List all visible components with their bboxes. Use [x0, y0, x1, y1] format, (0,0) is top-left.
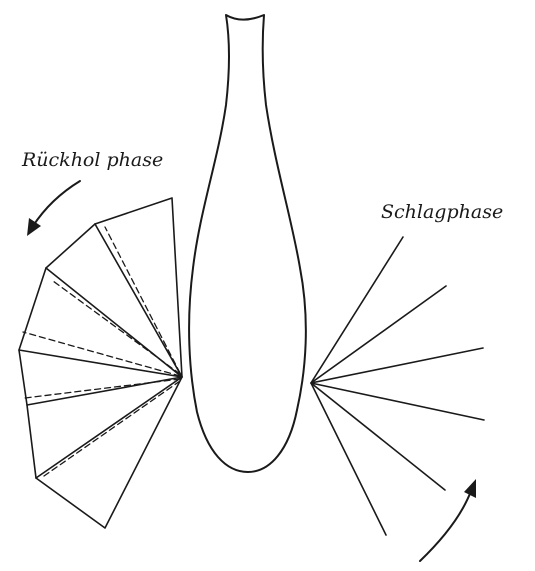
power-direction-arrow: [420, 479, 476, 561]
recovery-direction-arrow: [27, 181, 80, 236]
recovery-arrowhead-icon: [27, 218, 41, 236]
recovery-stroke-dashed-lines: [23, 227, 180, 476]
power-phase-label: Schlagphase: [381, 201, 503, 223]
power-stroke-lines: [311, 237, 484, 535]
recovery-phase-label: Rückhol phase: [21, 149, 163, 171]
cell-body-outline: [189, 15, 306, 472]
recovery-stroke-outlines: [19, 198, 182, 528]
